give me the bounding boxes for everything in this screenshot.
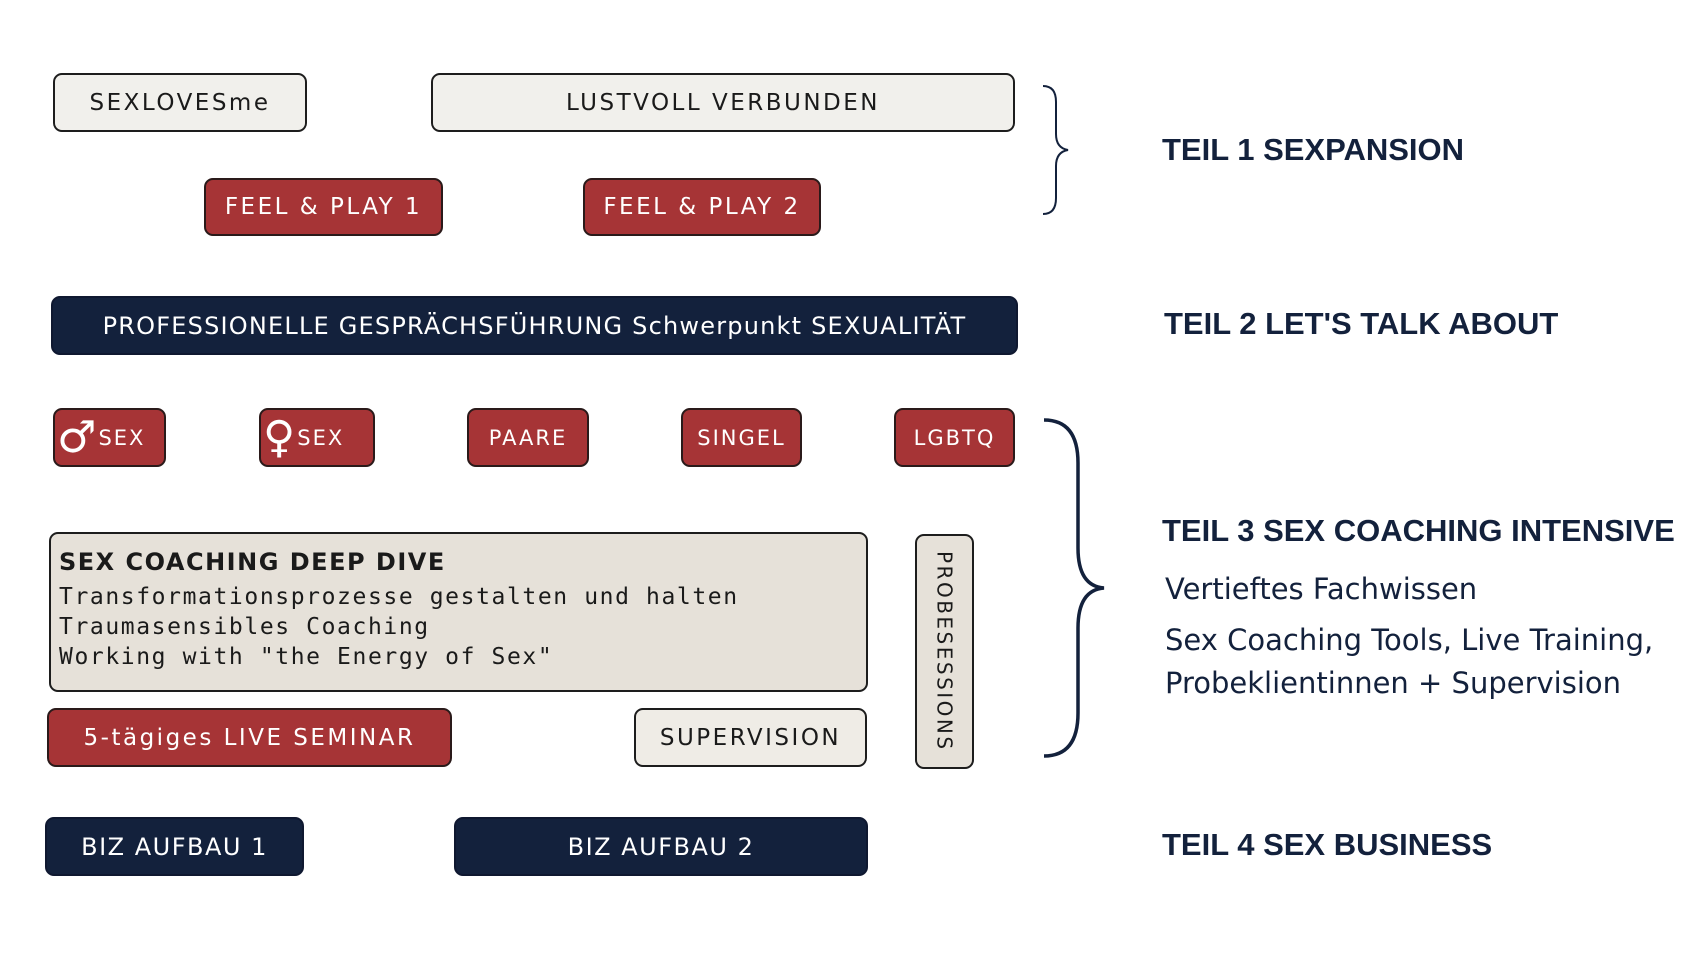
tag-singel: SINGEL — [681, 408, 802, 467]
female-symbol-icon: ♀ — [263, 411, 296, 463]
feel-and-play-2-box: FEEL & PLAY 2 — [583, 178, 821, 236]
tag-paare: PAARE — [467, 408, 589, 467]
teil3-desc1: Vertieftes Fachwissen — [1165, 572, 1478, 606]
tag-female-sex: ♀ SEX — [259, 408, 375, 467]
teil3-title: TEIL 3 SEX COACHING INTENSIVE — [1162, 513, 1675, 548]
teil1-brace — [1042, 85, 1069, 215]
sexlovesme-box: SEXLOVESme — [53, 73, 307, 132]
feel-and-play-1-box: FEEL & PLAY 1 — [204, 178, 443, 236]
gespraechsfuehrung-box: PROFESSIONELLE GESPRÄCHSFÜHRUNG Schwerpu… — [51, 296, 1018, 355]
teil1-title: TEIL 1 SEXPANSION — [1162, 132, 1465, 167]
feel-and-play-1-label: FEEL & PLAY 1 — [224, 194, 423, 220]
deep-dive-line: Traumasensibles Coaching — [59, 614, 430, 640]
live-seminar-box: 5-tägiges LIVE SEMINAR — [47, 708, 452, 767]
tag-male-sex-label: SEX — [98, 425, 146, 450]
feel-and-play-2-label: FEEL & PLAY 2 — [603, 194, 801, 220]
live-seminar-label: 5-tägiges LIVE SEMINAR — [83, 724, 416, 751]
teil4-title: TEIL 4 SEX BUSINESS — [1162, 827, 1493, 862]
deep-dive-line: Transformationsprozesse gestalten und ha… — [59, 584, 739, 610]
deep-dive-line: Working with "the Energy of Sex" — [59, 644, 554, 670]
tag-paare-label: PAARE — [488, 425, 568, 450]
biz-aufbau-1-label: BIZ AUFBAU 1 — [81, 832, 268, 861]
deep-dive-box: SEX COACHING DEEP DIVE Transformationspr… — [49, 532, 868, 692]
lustvoll-verbunden-box: LUSTVOLL VERBUNDEN — [431, 73, 1015, 132]
tag-lgbtq: LGBTQ — [894, 408, 1015, 467]
teil3-desc2-line1: Sex Coaching Tools, Live Training, — [1165, 623, 1654, 657]
tag-lgbtq-label: LGBTQ — [913, 425, 996, 450]
biz-aufbau-2-label: BIZ AUFBAU 2 — [567, 832, 755, 861]
biz-aufbau-2-box: BIZ AUFBAU 2 — [454, 817, 868, 876]
teil3-brace — [1043, 418, 1105, 758]
probesessions-label: PROBESESSIONS — [932, 551, 957, 752]
gespraechsfuehrung-label: PROFESSIONELLE GESPRÄCHSFÜHRUNG Schwerpu… — [102, 311, 967, 340]
deep-dive-title: SEX COACHING DEEP DIVE — [59, 548, 446, 576]
teil2-title: TEIL 2 LET'S TALK ABOUT — [1164, 306, 1559, 341]
sexlovesme-label: SEXLOVESme — [89, 89, 271, 116]
supervision-label: SUPERVISION — [659, 724, 842, 751]
tag-singel-label: SINGEL — [697, 425, 786, 450]
biz-aufbau-1-box: BIZ AUFBAU 1 — [45, 817, 304, 876]
probesessions-box: PROBESESSIONS — [915, 534, 974, 769]
tag-male-sex: ♂ SEX — [53, 408, 166, 467]
supervision-box: SUPERVISION — [634, 708, 867, 767]
lustvoll-verbunden-label: LUSTVOLL VERBUNDEN — [565, 89, 881, 116]
tag-female-sex-label: SEX — [297, 425, 345, 450]
teil3-desc2-line2: Probeklientinnen + Supervision — [1165, 666, 1621, 700]
male-symbol-icon: ♂ — [57, 411, 97, 463]
